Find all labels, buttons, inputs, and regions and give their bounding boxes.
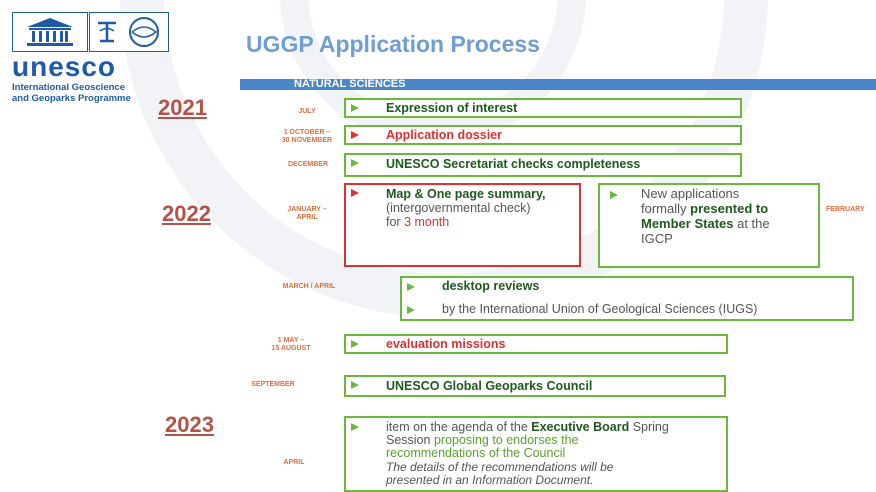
month-oct-line1: 1 OCTOBER –	[283, 129, 331, 136]
temple-icon	[27, 18, 73, 46]
new-line1: New applications	[641, 186, 740, 201]
logo-subtitle-line1: International Geoscience	[12, 82, 125, 93]
section-band: NATURAL SCIENCES	[240, 78, 876, 90]
step-geoparks-council: UNESCO Global Geoparks Council	[344, 375, 726, 397]
new-line3: Member States at the	[641, 217, 770, 231]
map-line2: (intergovernmental check)	[386, 201, 531, 215]
step-new-applications: New applications formally presented to M…	[598, 183, 820, 268]
arrow-bullet-icon	[351, 189, 359, 197]
geoparks-logo	[89, 12, 169, 52]
iugs-label: by the International Union of Geological…	[442, 302, 758, 316]
agenda-line2-prefix: Session	[386, 433, 434, 447]
arrow-bullet-icon	[407, 283, 415, 291]
step-evaluation-missions: evaluation missions	[344, 334, 728, 354]
step-desktop-reviews: desktop reviews by the International Uni…	[400, 276, 854, 321]
arrow-bullet-icon	[610, 191, 618, 199]
month-february: FEBRUARY	[826, 206, 865, 213]
step-expression-of-interest: Expression of interest	[344, 98, 742, 118]
new-line4: IGCP	[641, 231, 673, 246]
new-line3-suffix: at the	[733, 216, 770, 231]
year-2021: 2021	[158, 95, 207, 120]
band-label: NATURAL SCIENCES	[294, 78, 406, 90]
year-2023: 2023	[165, 412, 214, 437]
month-july: JULY	[298, 108, 316, 115]
agenda-executive-board: Executive Board	[531, 420, 630, 434]
month-may-line2: 15 AUGUST	[271, 345, 311, 352]
step-secretariat-check: UNESCO Secretariat checks completeness	[344, 153, 742, 177]
agenda-line4: The details of the recommendations will …	[386, 460, 614, 474]
month-december: DECEMBER	[287, 161, 329, 168]
step-label: UNESCO Global Geoparks Council	[386, 379, 593, 393]
arrow-bullet-icon	[351, 381, 359, 389]
agenda-line2-emphasis: proposing to endorses the	[433, 433, 579, 447]
year-2022: 2022	[162, 201, 211, 226]
arrow-bullet-icon	[351, 104, 359, 112]
step-label: Application dossier	[386, 128, 502, 142]
geoparks-icon	[98, 17, 159, 47]
month-jan-line2: APRIL	[296, 214, 318, 221]
step-label: evaluation missions	[386, 337, 506, 351]
map-line3-prefix: for	[386, 215, 405, 229]
agenda-line1-suffix: Spring	[629, 420, 669, 434]
arrow-bullet-icon	[351, 131, 359, 139]
agenda-line1-prefix: item on the agenda of the	[386, 420, 532, 434]
map-line3: for 3 month	[386, 215, 449, 229]
map-line1: Map & One page summary,	[386, 187, 546, 201]
step-executive-board: item on the agenda of the Executive Boar…	[344, 416, 728, 492]
arrow-bullet-icon	[351, 159, 359, 167]
unesco-wordmark: unesco	[12, 51, 117, 82]
month-may-line1: 1 MAY –	[277, 337, 305, 344]
month-september: SEPTEMBER	[251, 381, 295, 388]
agenda-line5: presented in an Information Document.	[386, 473, 594, 487]
desktop-label: desktop reviews	[442, 279, 540, 293]
step-label: Expression of interest	[386, 101, 518, 115]
new-line2: formally presented to	[641, 202, 768, 216]
arrow-bullet-icon	[407, 306, 415, 314]
page-title: UGGP Application Process	[246, 31, 540, 57]
unesco-temple-logo	[12, 12, 88, 52]
logo-subtitle-line2: and Geoparks Programme	[12, 93, 131, 104]
step-label: UNESCO Secretariat checks completeness	[386, 157, 641, 171]
month-march-april: MARCH / APRIL	[282, 283, 336, 290]
new-line3-emphasis: Member States	[641, 216, 734, 231]
month-jan-line1: JANUARY –	[287, 206, 327, 213]
new-line2-prefix: formally	[641, 201, 691, 216]
arrow-bullet-icon	[351, 423, 359, 431]
map-duration: 3 month	[404, 215, 450, 229]
new-line2-emphasis: presented to	[690, 201, 769, 216]
month-oct-line2: 30 NOVEMBER	[281, 137, 333, 144]
agenda-line2: Session proposing to endorses the	[386, 433, 579, 447]
agenda-line1: item on the agenda of the Executive Boar…	[386, 420, 669, 434]
step-application-dossier: Application dossier	[344, 125, 742, 145]
agenda-line3: recommendations of the Council	[386, 446, 566, 460]
step-map-summary: Map & One page summary, (intergovernment…	[344, 183, 581, 267]
month-april: APRIL	[283, 459, 305, 466]
arrow-bullet-icon	[351, 340, 359, 348]
